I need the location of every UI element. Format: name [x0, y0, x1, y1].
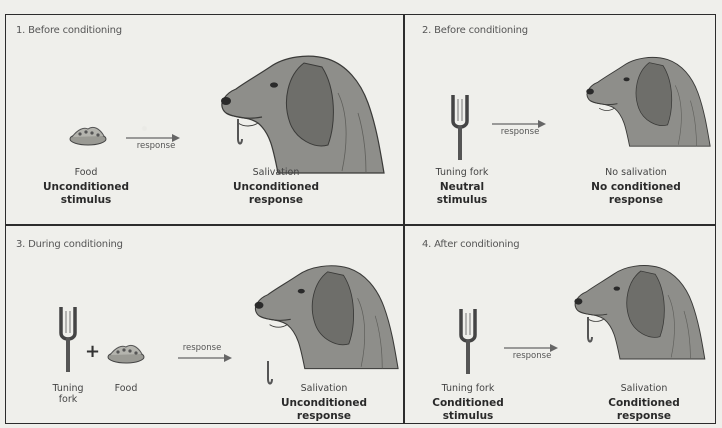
stimulus-caption-fork: Tuning fork: [52, 383, 83, 405]
saliva-drip-icon: [264, 361, 274, 391]
stimulus-label: Unconditioned stimulus: [43, 181, 129, 207]
response-label: Unconditioned response: [281, 397, 367, 423]
dog-head-icon: [218, 53, 388, 175]
stimulus-label: Conditioned stimulus: [432, 397, 503, 423]
panel-title: 4. After conditioning: [422, 239, 519, 250]
panel-grid: 1. Before conditioning response Food Unc…: [5, 14, 716, 424]
response-caption: Salivation: [621, 383, 668, 394]
saliva-drip-icon: [584, 317, 594, 347]
response-label-line2: response: [591, 194, 681, 207]
stimulus-label-line2: stimulus: [437, 194, 488, 207]
panel-title: 2. Before conditioning: [422, 25, 528, 36]
panel-title: 3. During conditioning: [16, 239, 123, 250]
arrow-label: response: [513, 351, 552, 361]
arrow-label: response: [137, 141, 176, 151]
dog-head-icon: [572, 263, 722, 385]
stimulus-caption-fork-line2: fork: [52, 394, 83, 405]
panel-before-conditioning-fork: 2. Before conditioning response Tuning f…: [404, 15, 715, 223]
panel-before-conditioning-food: 1. Before conditioning response Food Unc…: [6, 15, 402, 223]
stimulus-label-line2: stimulus: [43, 194, 129, 207]
response-label-line1: Conditioned: [608, 397, 679, 410]
panel-title: 1. Before conditioning: [16, 25, 122, 36]
arrow-right-icon: [178, 353, 238, 363]
plus-sign: +: [85, 341, 100, 362]
response-label: No conditioned response: [591, 181, 681, 207]
saliva-drip-icon: [234, 119, 244, 149]
response-label: Unconditioned response: [233, 181, 319, 207]
response-caption: No salivation: [605, 167, 667, 178]
response-label-line1: No conditioned: [591, 181, 681, 194]
panel-after-conditioning: 4. After conditioning response Tuning fo…: [404, 225, 715, 423]
food-bowl-icon: [68, 125, 108, 145]
response-label-line1: Unconditioned: [281, 397, 367, 410]
stimulus-caption: Tuning fork: [436, 167, 489, 178]
tuning-fork-icon: [458, 309, 478, 379]
response-label-line2: response: [281, 410, 367, 423]
response-label-line2: response: [608, 410, 679, 423]
stimulus-caption: Food: [75, 167, 98, 178]
response-caption: Salivation: [301, 383, 348, 394]
stimulus-label-line2: stimulus: [432, 410, 503, 423]
stimulus-label-line1: Conditioned: [432, 397, 503, 410]
dog-head-icon: [584, 55, 722, 177]
response-label-line2: response: [233, 194, 319, 207]
response-label-line1: Unconditioned: [233, 181, 319, 194]
stimulus-caption: Tuning fork: [442, 383, 495, 394]
dog-head-icon: [252, 263, 402, 385]
arrow-label: response: [501, 127, 540, 137]
stimulus-caption-food: Food: [115, 383, 138, 394]
arrow-label: response: [183, 343, 222, 353]
food-bowl-icon: [106, 343, 146, 363]
stimulus-label-line1: Neutral: [437, 181, 488, 194]
tuning-fork-icon: [58, 307, 78, 377]
stimulus-label-line1: Unconditioned: [43, 181, 129, 194]
response-label: Conditioned response: [608, 397, 679, 423]
tuning-fork-icon: [450, 95, 470, 165]
response-caption: Salivation: [253, 167, 300, 178]
panel-during-conditioning: 3. During conditioning + response Tuning…: [6, 225, 402, 423]
stimulus-label: Neutral stimulus: [437, 181, 488, 207]
stimulus-caption-fork-line1: Tuning: [52, 383, 83, 394]
